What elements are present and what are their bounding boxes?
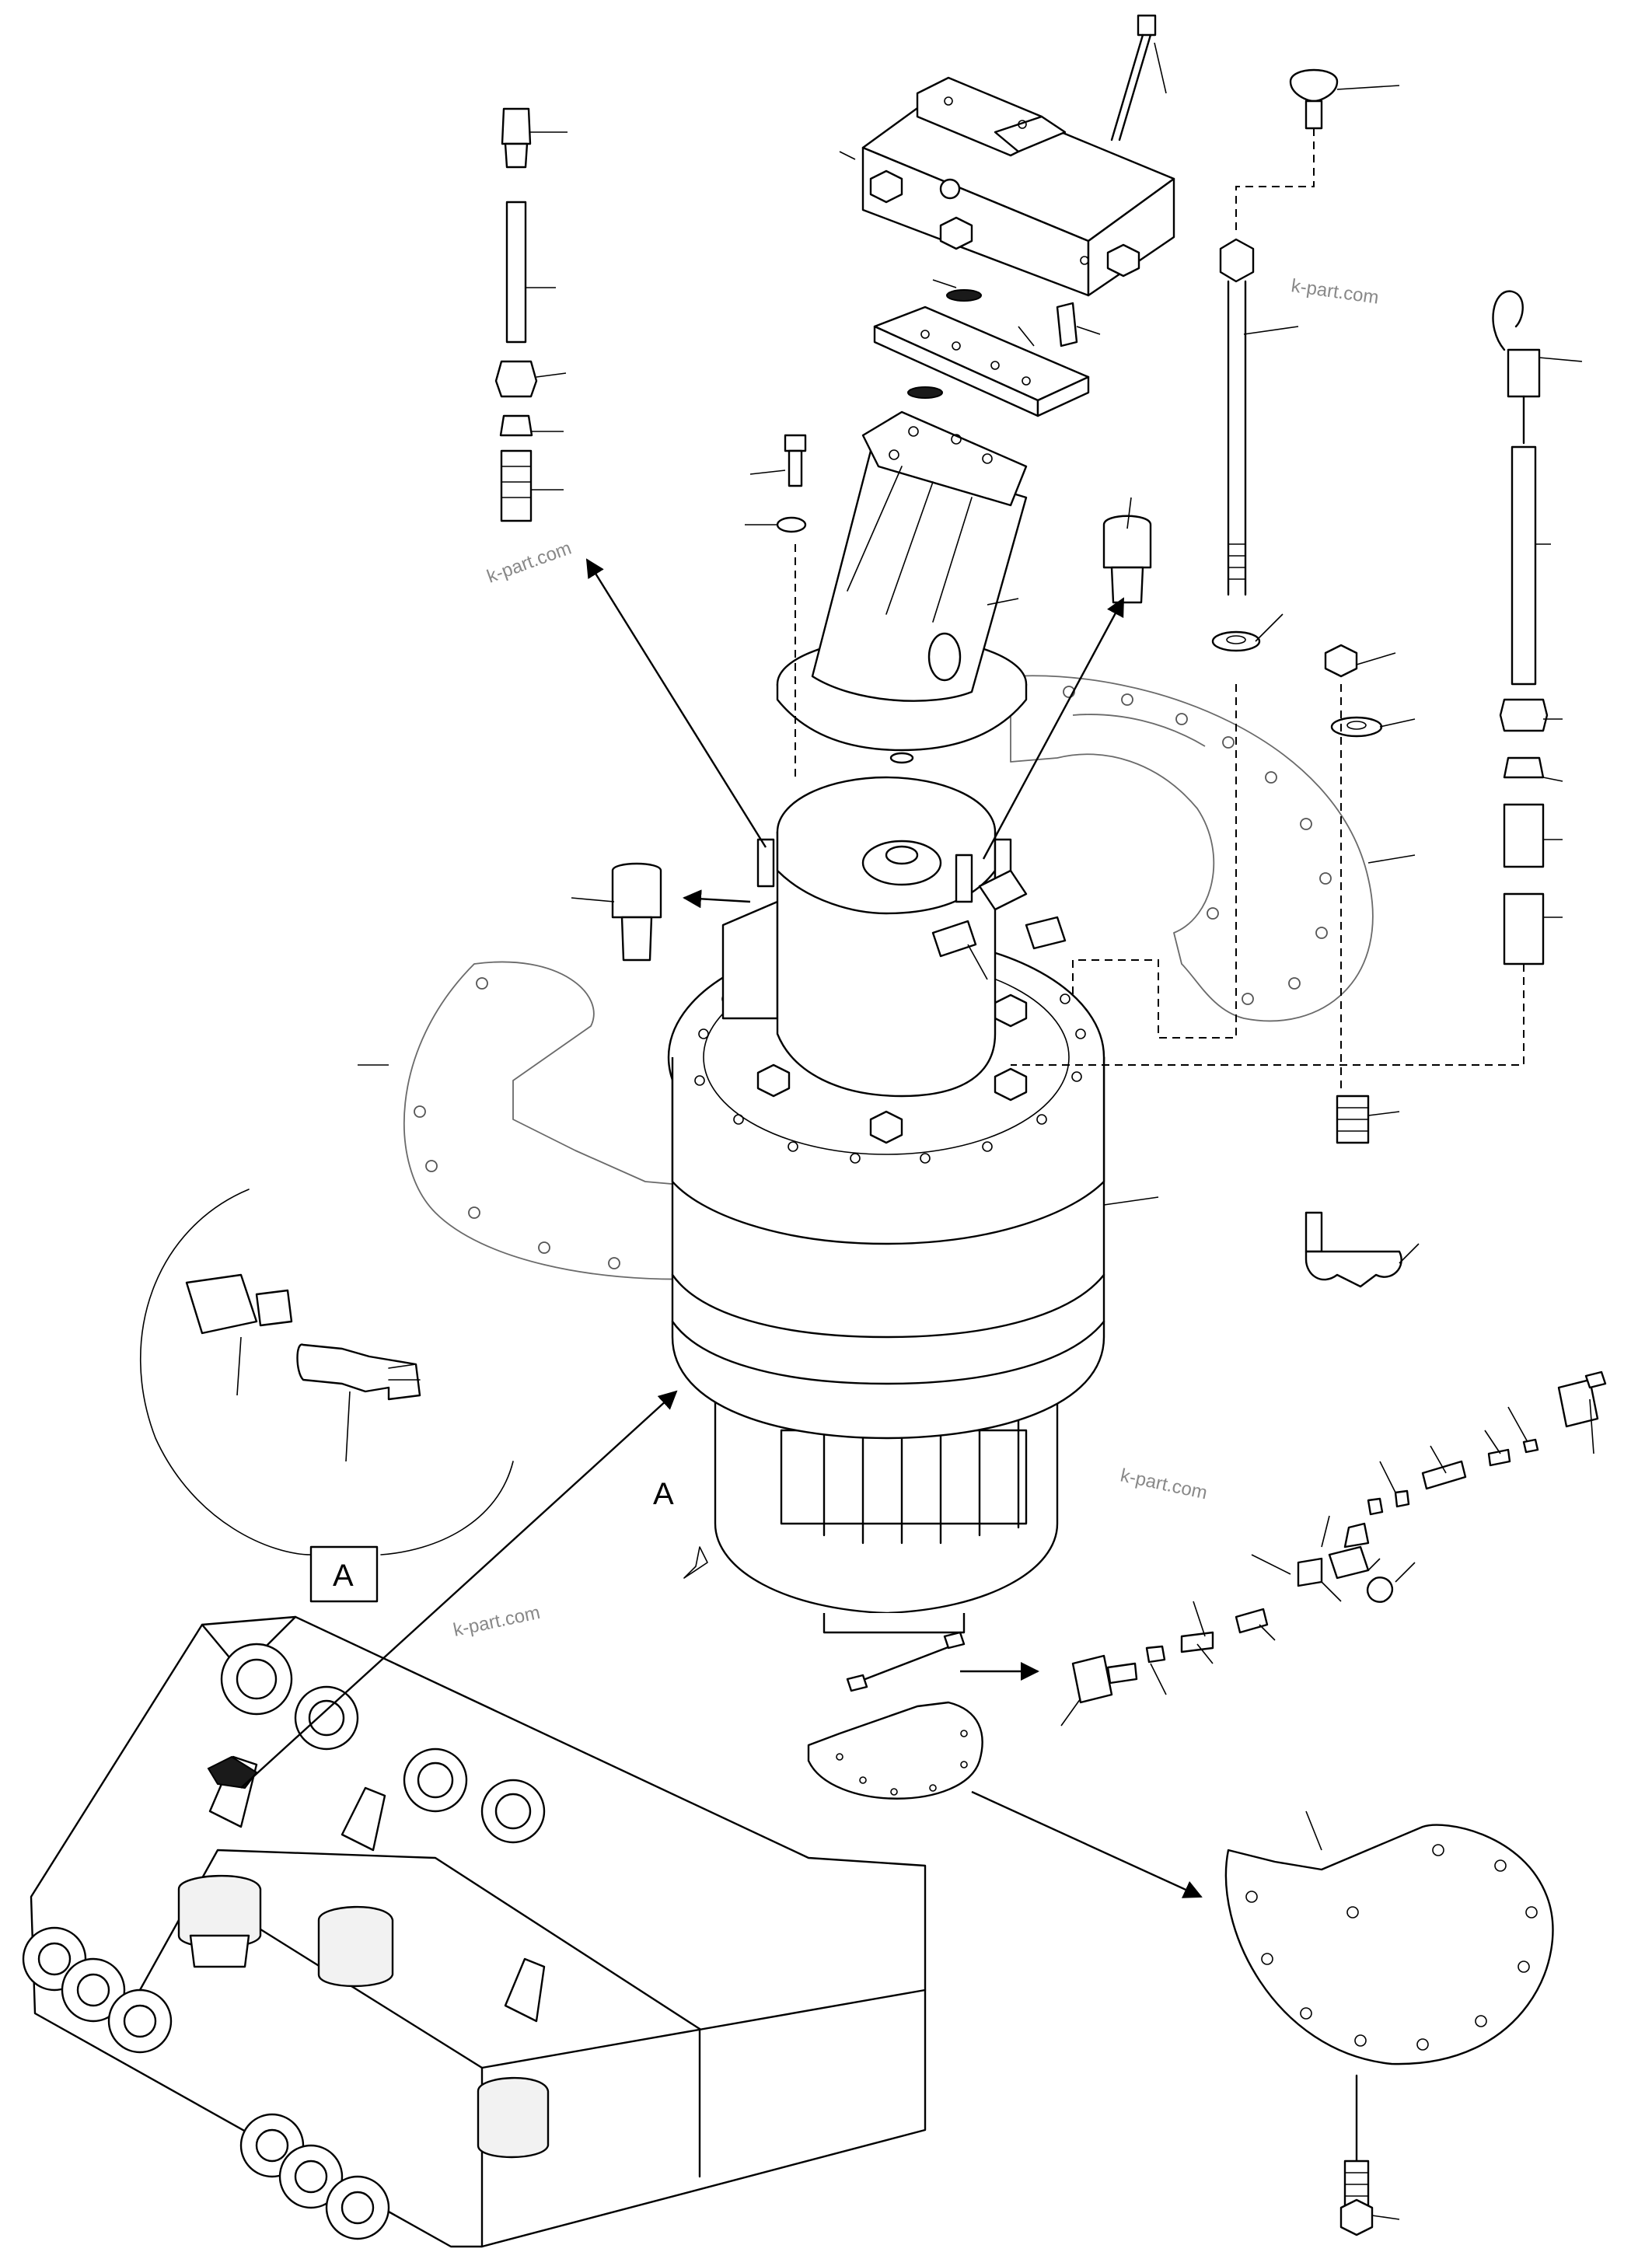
fitting-stack-left (494, 107, 538, 522)
grease-line-assembly (846, 1370, 1607, 1704)
long-stud (1211, 238, 1383, 1144)
motor-adapter (721, 776, 997, 1098)
watermark: k-part.com (452, 1602, 542, 1641)
adapter-plate (873, 302, 1090, 417)
dashed-guides (1011, 128, 1525, 1088)
view-callout-label: A (653, 1477, 674, 1511)
leader-lines (358, 42, 1594, 2220)
cap-plate-small (807, 1701, 983, 1800)
o-rings (907, 289, 982, 399)
bolt-washer-left (776, 434, 807, 777)
view-box-label: A (333, 1559, 354, 1593)
sensor-detail (140, 1189, 514, 1603)
fitting-stack-right (1492, 290, 1549, 965)
breather-plugs (611, 68, 1402, 1288)
cap-bolt (1339, 2074, 1374, 2236)
gasket-right (1010, 675, 1374, 1022)
watermark: k-part.com (1119, 1465, 1209, 1503)
cap-plate-large (1224, 1824, 1554, 2065)
small-fittings (756, 838, 1067, 958)
watermark: k-part.com (1290, 275, 1380, 309)
valve-block (861, 14, 1175, 297)
watermark: k-part.com (484, 537, 575, 587)
chassis-frame (22, 1615, 927, 2248)
arrows (240, 558, 1203, 1898)
hydraulic-motor (776, 410, 1028, 764)
